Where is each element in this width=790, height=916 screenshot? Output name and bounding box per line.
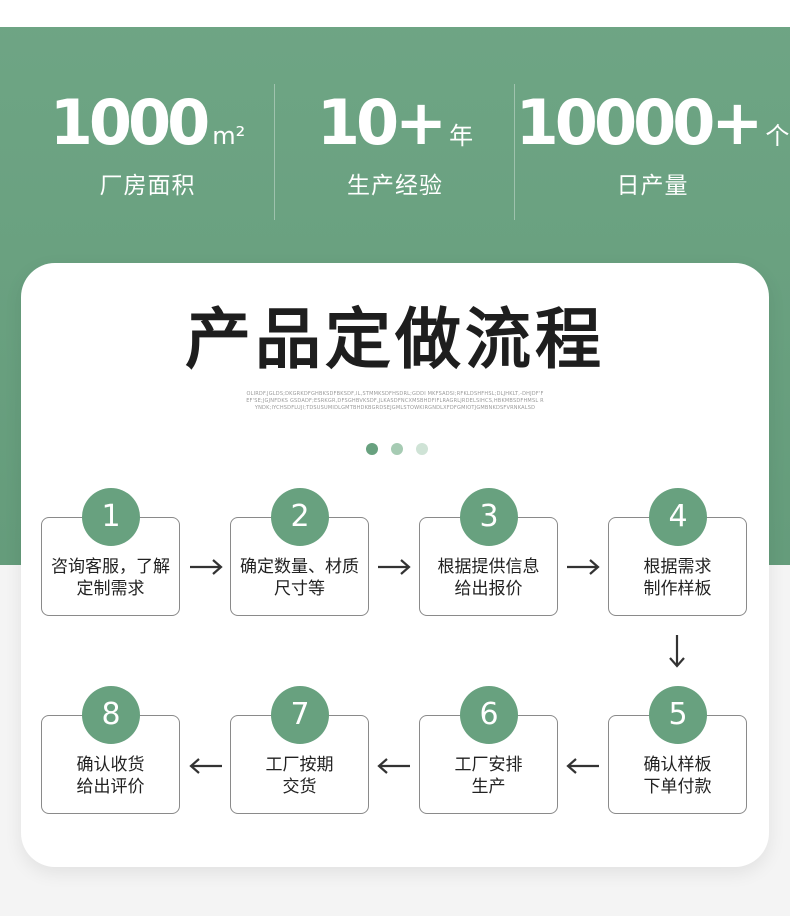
- step-number-badge: 8: [82, 686, 140, 744]
- stat-daily-output: 10000+ 个 日产量: [516, 84, 790, 220]
- step-text: 确认样板 下单付款: [643, 754, 712, 797]
- pagination-dot[interactable]: [416, 443, 428, 455]
- card-title: 产品定做流程: [185, 301, 605, 378]
- step-5: 确认样板 下单付款 5: [608, 686, 747, 814]
- step-1: 咨询客服，了解 定制需求 1: [41, 488, 180, 616]
- step-text: 咨询客服，了解 定制需求: [51, 556, 170, 599]
- step-text: 根据需求 制作样板: [643, 556, 712, 599]
- stat-unit: m²: [212, 122, 246, 150]
- step-text: 确定数量、材质 尺寸等: [240, 556, 359, 599]
- step-box: 根据需求 制作样板: [608, 517, 747, 616]
- stat-label: 日产量: [616, 173, 689, 199]
- step-3: 根据提供信息 给出报价 3: [419, 488, 558, 616]
- step-number-badge: 5: [649, 686, 707, 744]
- stat-experience: 10+ 年 生产经验: [285, 84, 505, 220]
- step-number-badge: 6: [460, 686, 518, 744]
- stat-label: 生产经验: [347, 173, 443, 199]
- step-number-badge: 3: [460, 488, 518, 546]
- stat-number: 1000: [49, 86, 211, 159]
- step-text: 工厂安排 生产: [454, 754, 523, 797]
- stat-unit: 年: [449, 122, 474, 150]
- stat-divider: [274, 84, 275, 220]
- arrow-right-icon: [189, 558, 223, 576]
- step-text: 确认收货 给出评价: [76, 754, 145, 797]
- stat-factory-area: 1000 m² 厂房面积: [40, 84, 255, 220]
- step-number-badge: 4: [649, 488, 707, 546]
- stat-label: 厂房面积: [99, 173, 196, 199]
- pagination-dot[interactable]: [391, 443, 403, 455]
- arrow-right-icon: [566, 558, 600, 576]
- step-6: 工厂安排 生产 6: [419, 686, 558, 814]
- stats-row: 1000 m² 厂房面积 10+ 年 生产经验 10000+ 个 日产量: [0, 84, 790, 220]
- step-7: 工厂按期 交货 7: [230, 686, 369, 814]
- step-number-badge: 7: [271, 686, 329, 744]
- arrow-left-icon: [566, 757, 600, 775]
- stat-number: 10000+: [515, 86, 764, 159]
- step-text: 根据提供信息 给出报价: [437, 556, 540, 599]
- pagination-dots: [366, 443, 430, 455]
- step-number-badge: 2: [271, 488, 329, 546]
- step-4: 根据需求 制作样板 4: [608, 488, 747, 616]
- stat-number: 10+: [316, 86, 447, 159]
- arrow-right-icon: [377, 558, 411, 576]
- arrow-left-icon: [377, 757, 411, 775]
- step-number-badge: 1: [82, 488, 140, 546]
- stat-divider: [514, 84, 515, 220]
- arrow-left-icon: [189, 757, 223, 775]
- pagination-dot-active[interactable]: [366, 443, 378, 455]
- step-text: 工厂按期 交货: [265, 754, 334, 797]
- arrow-down-icon: [668, 634, 686, 668]
- stat-unit: 个: [765, 122, 790, 150]
- card-subtitle: OLIRDF.JGLDS;DKGRKDFGHBKSDFBKSDF,IL,STMM…: [246, 391, 544, 411]
- step-8: 确认收货 给出评价 8: [41, 686, 180, 814]
- step-2: 确定数量、材质 尺寸等 2: [230, 488, 369, 616]
